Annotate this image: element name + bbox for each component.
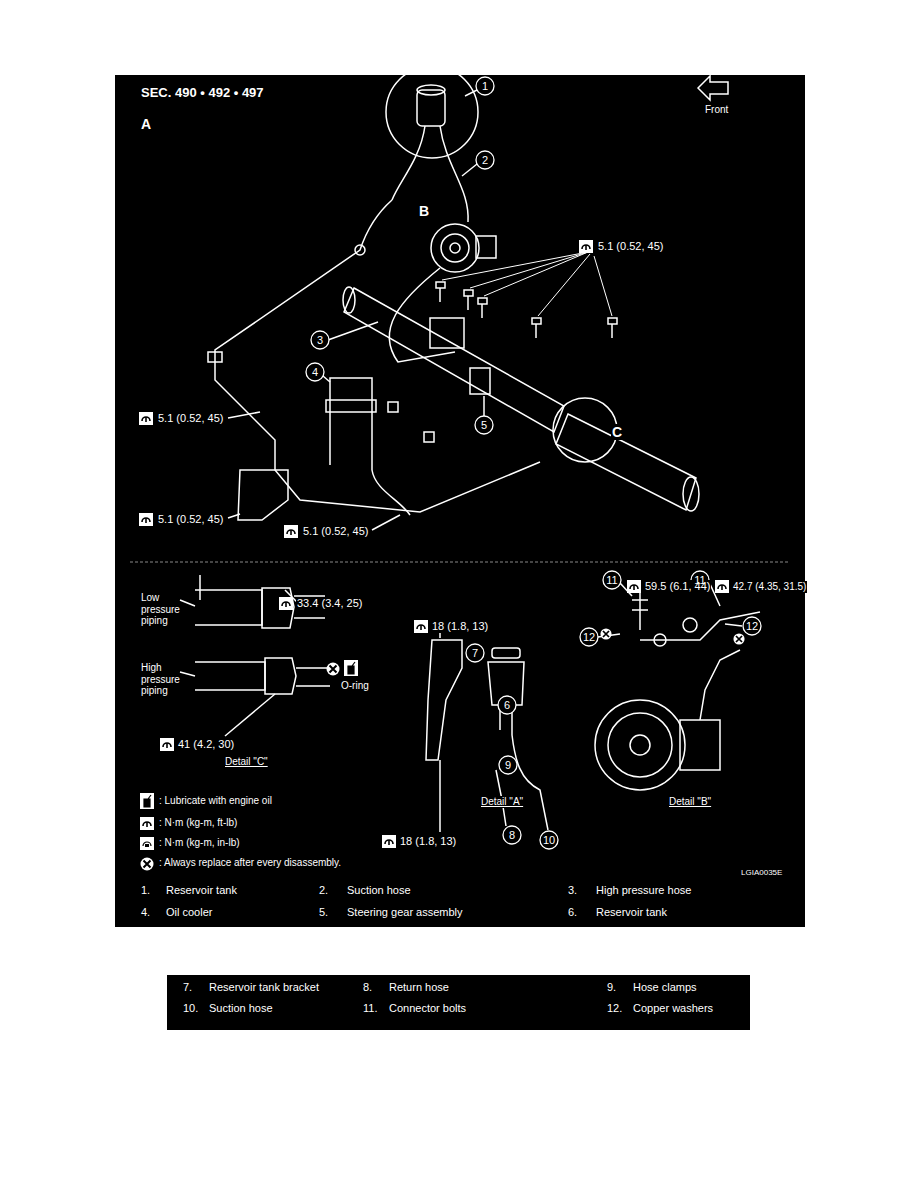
part-label: O-ring [340, 680, 370, 692]
parts-list-text: 8. [362, 981, 373, 994]
part-label: 5.1 (0.52, 45) [302, 525, 369, 538]
parts-list-text: Return hose [388, 981, 450, 994]
parts-list-text: Reservoir tank [165, 884, 238, 897]
part-label: 41 (4.2, 30) [177, 738, 235, 751]
callout-number: 4 [305, 365, 325, 379]
parts-list-text: Reservoir tank bracket [208, 981, 320, 994]
legend-text: : Lubricate with engine oil [158, 795, 273, 807]
callout-number: 2 [475, 153, 495, 167]
parts-list-text: 1. [140, 884, 151, 897]
callout-number: 7 [465, 646, 485, 660]
parts-list-text: 4. [140, 906, 151, 919]
part-label: 5.1 (0.52, 45) [157, 412, 224, 425]
callout-number: 10 [539, 833, 559, 847]
part-label: C [611, 424, 623, 440]
callout-number: 5 [474, 418, 494, 432]
part-label: LGIA0035E [740, 868, 783, 877]
part-label: Detail "C" [224, 756, 269, 768]
part-label: Detail "A" [480, 796, 524, 808]
parts-list-text: 7. [182, 981, 193, 994]
callout-number: 9 [498, 758, 518, 772]
callout-number: 12 [579, 630, 599, 644]
part-label: Detail "B" [668, 796, 712, 808]
legend-text: : Always replace after every disassembly… [158, 857, 342, 869]
parts-list-text: Suction hose [346, 884, 412, 897]
part-label: B [418, 203, 430, 219]
parts-list-text: 12. [606, 1002, 623, 1015]
part-label: 5.1 (0.52, 45) [597, 240, 664, 253]
parts-list-text: Oil cooler [165, 906, 213, 919]
parts-list-text: Connector bolts [388, 1002, 467, 1015]
parts-list-text: 5. [318, 906, 329, 919]
part-label: High pressure piping [140, 662, 198, 697]
callout-number: 3 [310, 333, 330, 347]
parts-list-text: High pressure hose [595, 884, 692, 897]
legend-text: : N·m (kg-m, in-lb) [158, 837, 241, 849]
parts-list-text: Reservoir tank [595, 906, 668, 919]
legend-text: : N·m (kg-m, ft-lb) [158, 817, 238, 829]
part-label: 18 (1.8, 13) [399, 835, 457, 848]
parts-list-text: 2. [318, 884, 329, 897]
callout-number: 8 [502, 828, 522, 842]
parts-list-text: Hose clamps [632, 981, 698, 994]
parts-list-text: Suction hose [208, 1002, 274, 1015]
part-label: 5.1 (0.52, 45) [157, 513, 224, 526]
parts-list-text: 3. [567, 884, 578, 897]
part-label: Low pressure piping [140, 592, 198, 627]
parts-list-text: Copper washers [632, 1002, 714, 1015]
callout-number: 1 [475, 79, 495, 93]
part-label: 42.7 (4.35, 31.5) [732, 581, 807, 593]
parts-list-text: Steering gear assembly [346, 906, 464, 919]
callout-number: 6 [497, 698, 517, 712]
callout-number: 12 [742, 619, 762, 633]
part-label: Front [704, 104, 729, 116]
parts-list-text: 6. [567, 906, 578, 919]
callout-number: 11 [602, 573, 622, 587]
part-label: A [140, 116, 152, 132]
callout-number: 11 [690, 573, 710, 587]
part-label: 33.4 (3.4, 25) [296, 597, 363, 610]
part-label: 18 (1.8, 13) [431, 620, 489, 633]
parts-list-text: 10. [182, 1002, 199, 1015]
parts-list-text: 9. [606, 981, 617, 994]
section-title: SEC. 490 • 492 • 497 [140, 86, 265, 101]
parts-list-text: 11. [362, 1002, 378, 1015]
